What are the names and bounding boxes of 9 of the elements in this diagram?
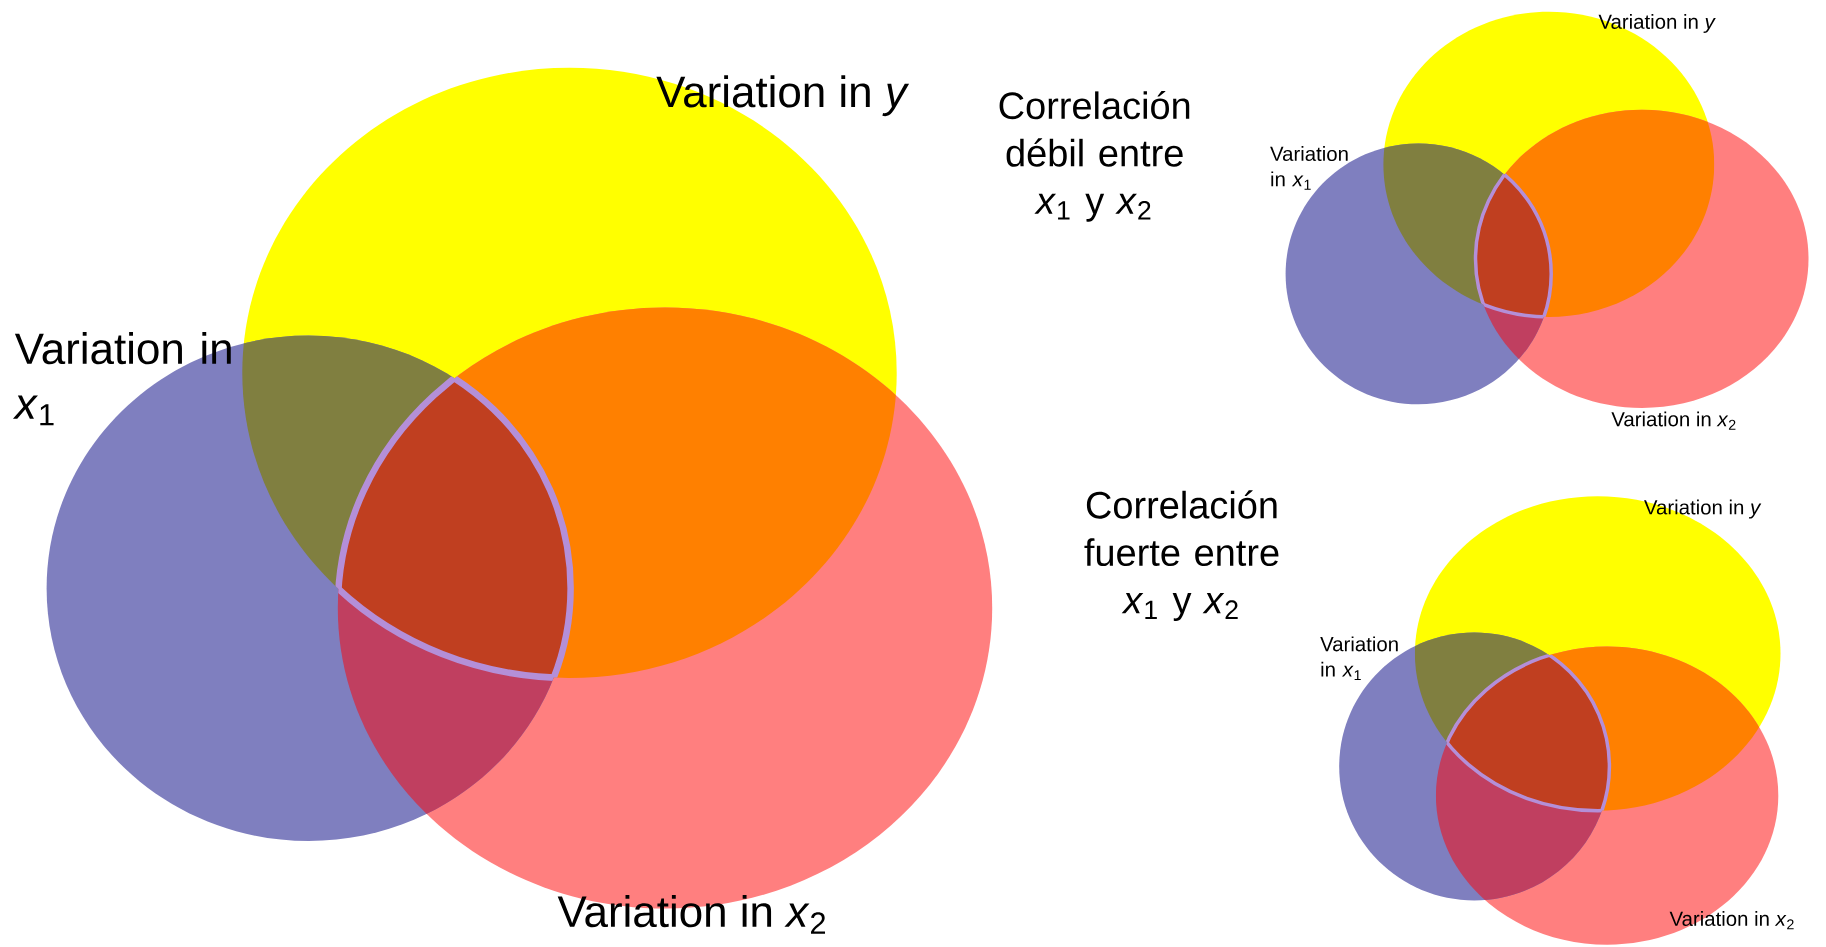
label: Variation in y [1598,14,1716,33]
label: Correlación débil entre x$_{1}$ y x$_{2}$ [999,90,1190,222]
label: Variation in x$_{2}$ [557,894,825,934]
label: Variation in x$_{1}$ [1320,636,1398,680]
label: Variation in x$_{2}$ [1611,411,1736,430]
label: Variation in x$_{2}$ [1669,911,1794,930]
label: Correlación fuerte entre x$_{1}$ y x$_{2}$ [1084,490,1279,622]
label: Variation in x$_{1}$ [12,332,231,426]
label: Variation in x$_{1}$ [1270,146,1348,190]
